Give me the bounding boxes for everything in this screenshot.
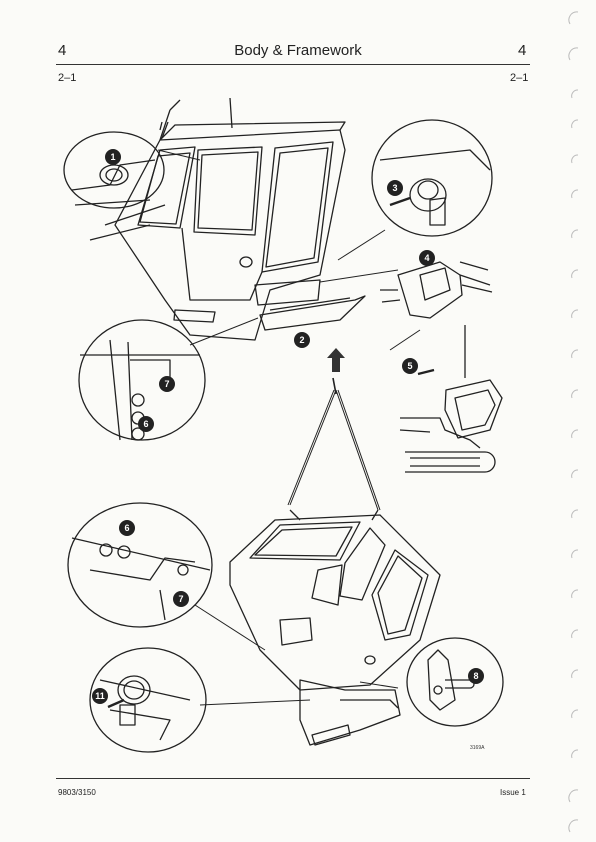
detail-circle-7-6 <box>78 317 259 441</box>
page-ref-right: 2–1 <box>510 72 529 84</box>
callout-3: 3 <box>387 180 403 196</box>
svg-text:4: 4 <box>424 253 429 263</box>
drawing-reference: 3169A <box>470 745 485 751</box>
cab-lifted <box>229 509 441 746</box>
callout-8: 8 <box>468 668 484 684</box>
svg-text:7: 7 <box>178 594 183 604</box>
section-number-right: 4 <box>518 42 527 59</box>
callout-6-top: 6 <box>138 416 154 432</box>
page-title: Body & Framework <box>234 42 362 59</box>
detail-circle-3 <box>337 119 493 261</box>
callout-5: 5 <box>402 358 418 374</box>
callout-4: 4 <box>419 250 435 266</box>
detail-circle-8 <box>359 637 504 727</box>
header-rule <box>56 64 530 65</box>
callout-6-bottom: 6 <box>119 520 135 536</box>
machine-detail-5 <box>399 325 503 473</box>
svg-text:5: 5 <box>407 361 412 371</box>
callout-7-top: 7 <box>159 376 175 392</box>
svg-text:3: 3 <box>392 183 397 193</box>
svg-text:7: 7 <box>164 379 169 389</box>
binder-holes <box>568 11 579 833</box>
svg-text:11: 11 <box>95 691 105 701</box>
callout-1: 1 <box>105 149 121 165</box>
lifting-slings <box>287 377 381 511</box>
leader-line <box>389 329 421 351</box>
cab-installed <box>89 97 366 341</box>
callout-11: 11 <box>92 688 108 704</box>
svg-text:6: 6 <box>124 523 129 533</box>
svg-text:2: 2 <box>299 335 304 345</box>
svg-text:6: 6 <box>143 419 148 429</box>
svg-text:1: 1 <box>110 152 115 162</box>
callout-badges: 1 2 3 4 5 6 7 6 7 8 11 <box>92 149 484 704</box>
callout-7-bottom: 7 <box>173 591 189 607</box>
doc-number: 9803/3150 <box>58 788 96 797</box>
callout-2: 2 <box>294 332 310 348</box>
detail-circle-1 <box>63 131 201 209</box>
page-ref-left: 2–1 <box>58 72 77 84</box>
section-number-left: 4 <box>58 42 67 59</box>
lift-arrow <box>327 348 345 372</box>
issue-label: Issue 1 <box>500 788 526 797</box>
footer-rule <box>56 778 530 779</box>
svg-text:8: 8 <box>473 671 478 681</box>
detail-circle-11 <box>89 647 311 753</box>
connector-detail-4 <box>319 261 493 319</box>
detail-circle-6-7 <box>67 502 266 651</box>
